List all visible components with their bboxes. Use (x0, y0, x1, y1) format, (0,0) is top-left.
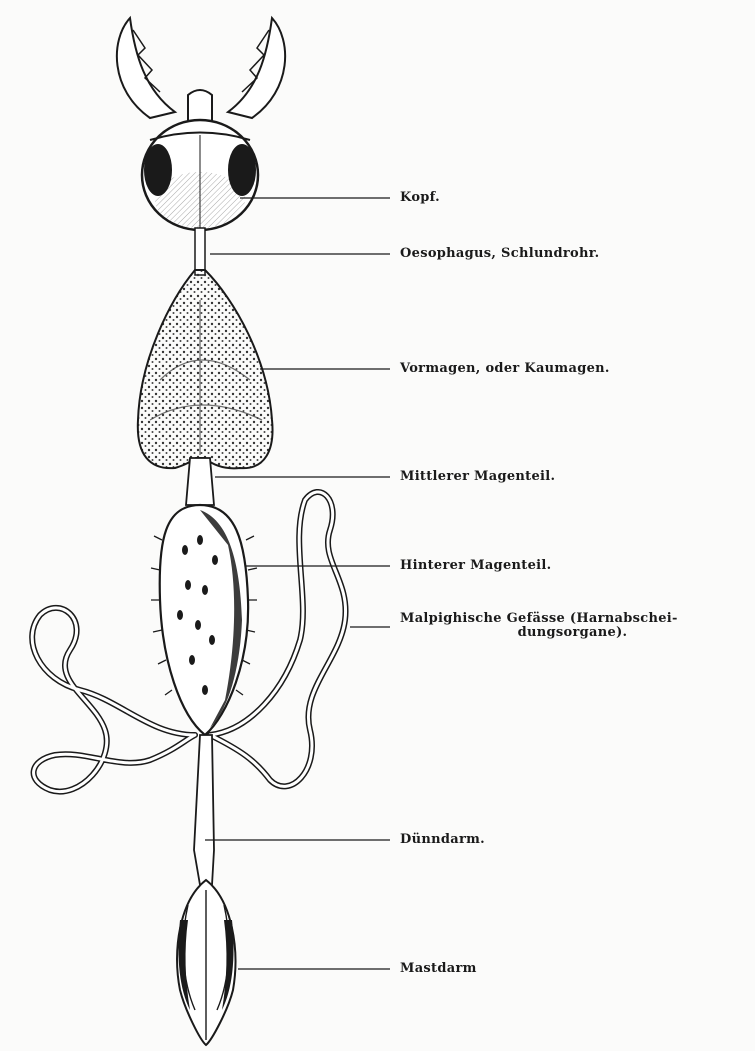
label-hinterer-magenteil: Hinterer Magenteil. (400, 558, 551, 573)
label-oesophagus: Oesophagus, Schlundrohr. (400, 246, 600, 261)
rectum (177, 880, 235, 1045)
right-eye (228, 144, 256, 196)
mid-gut (186, 458, 214, 505)
label-malpighi-line1: Malpighische Gefässe (Harnabschei- (400, 611, 678, 626)
label-vormagen: Vormagen, oder Kaumagen. (400, 361, 610, 376)
label-duenndarm: Dünndarm. (400, 832, 485, 847)
left-eye (144, 144, 172, 196)
label-kopf: Kopf. (400, 190, 440, 205)
hind-stomach (151, 505, 257, 735)
label-mastdarm: Mastdarm (400, 961, 477, 976)
label-mittlerer-magenteil: Mittlerer Magenteil. (400, 469, 555, 484)
label-malpighi-line2: dungsorgane). (400, 626, 745, 640)
crop (138, 270, 273, 468)
head (142, 120, 258, 230)
small-intestine (194, 735, 214, 885)
label-malpighische-gefaesse: Malpighische Gefässe (Harnabschei- dungs… (400, 612, 745, 640)
oesophagus (195, 228, 205, 275)
